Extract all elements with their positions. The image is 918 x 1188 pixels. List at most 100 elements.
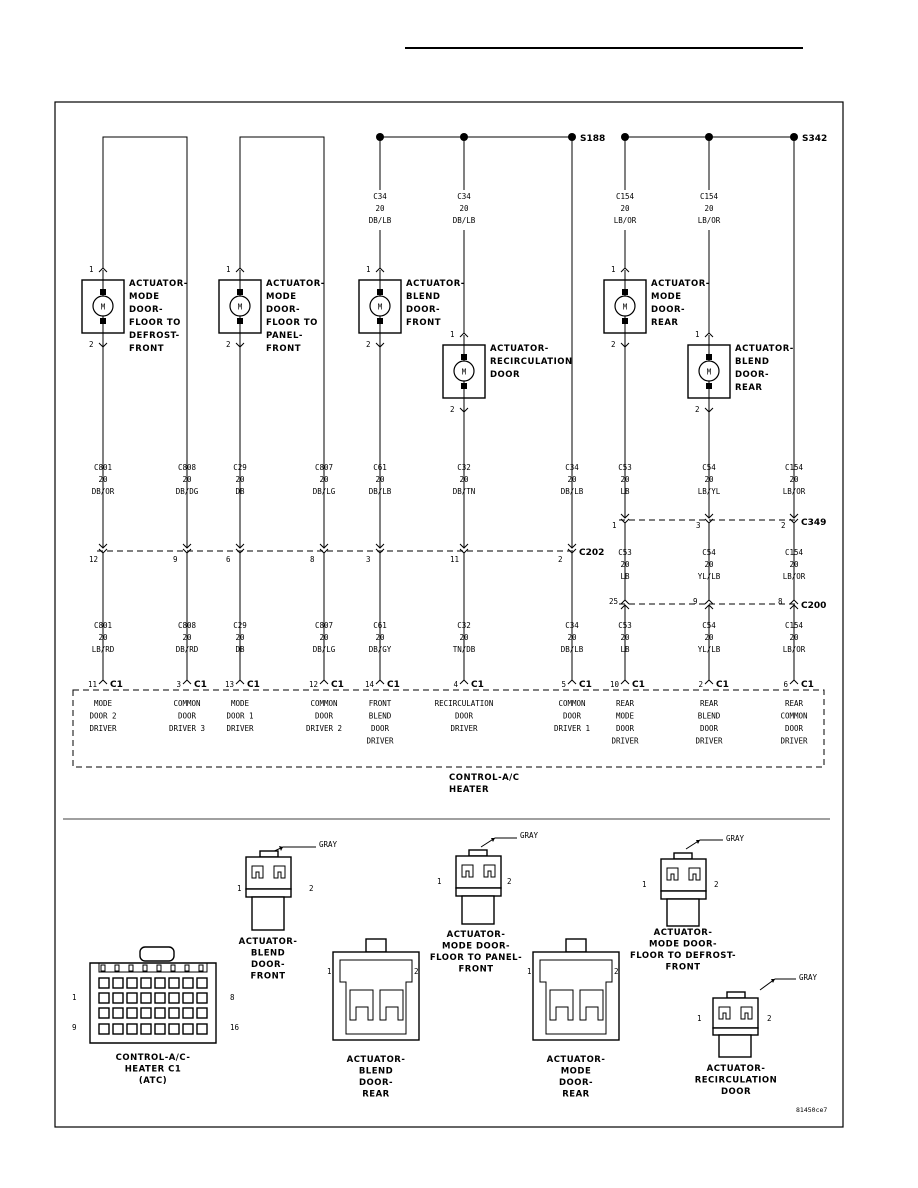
c1-cavity [98,992,110,1004]
wire-label: 20 [375,475,385,484]
actuator-label: PANEL- [266,331,303,341]
pin-number: 16 [230,1023,240,1032]
pin-mark [704,604,714,610]
housing-inner [339,959,413,1035]
actuator-label: REAR [651,318,678,328]
connector-view-label: DOOR [721,1087,751,1097]
c1-cavity [126,1023,138,1035]
wire-loop-defrost [102,136,188,548]
pin-number: 12 [309,680,318,689]
pin-mark [182,548,192,554]
actuator-label: DOOR [490,370,520,380]
c1-latch [139,946,175,962]
wire-label: 20 [567,633,577,642]
c1-cavity [196,992,208,1004]
c1-function-label: DRIVER [611,737,639,746]
pin-number: 9 [173,555,178,564]
pin-mark [704,518,714,524]
connector-name-c1: C1 [247,680,260,690]
wire-label: DB/GY [369,645,392,654]
wire-label: C54 [702,621,716,630]
actuator-label: RECIRCULATION [490,357,573,367]
wire-label: 20 [182,475,192,484]
pin-mark [235,679,245,685]
housing-collar [245,888,292,898]
actuator-label: DOOR- [266,305,300,315]
pin-mark [789,604,799,610]
actuator-label: ACTUATOR- [735,344,794,354]
c1-cavity [168,1007,180,1019]
c1-tab [100,964,106,972]
pin-mark [620,599,630,605]
c1-function-label: DRIVER [695,737,723,746]
pin-number: 1 [327,967,332,976]
wire-label: C34 [457,192,471,201]
pin-number: 2 [614,967,619,976]
pin-number: 1 [642,880,647,889]
pin-mark [620,679,630,685]
connector-name-c200: C200 [801,601,826,611]
c1-cavity [112,992,124,1004]
pin-mark [789,679,799,685]
pin-number: 14 [365,680,375,689]
actuator-label: MODE [266,292,297,302]
c1-function-label: MODE [94,699,113,708]
wire-label: 20 [704,560,714,569]
c1-function-label: DOOR [178,712,197,721]
connector-view-label: FRONT [666,963,701,973]
motor-brush [706,383,712,389]
pin-mark [319,548,329,554]
connector-view-label: DOOR- [559,1078,593,1088]
motor-brush [706,354,712,360]
pin-mark [98,267,108,273]
c1-function-label: DRIVER [226,724,254,733]
connector-view-label: HEATER C1 [125,1065,182,1075]
figure-id: 81450ce7 [796,1106,827,1114]
c1-cavity [98,977,110,989]
pin-mark [235,342,245,348]
housing [332,951,420,1041]
splice-label-s188: S188 [580,134,605,144]
c1-function-label: DRIVER [366,737,394,746]
pin-number: 1 [527,967,532,976]
c1-cavity [140,1007,152,1019]
actuator-label: BLEND [735,357,769,367]
pin-mark [459,548,469,554]
motor-symbol: M [707,368,712,377]
wire-label: LB/OR [783,487,806,496]
c1-function-label: COMMON [173,699,200,708]
wire-label: LB/OR [614,216,637,225]
pin-mark [459,332,469,338]
wire-label: LB [620,645,630,654]
pin-number: 13 [225,680,234,689]
actuator-label: DEFROST- [129,331,180,341]
motor-brush [100,289,106,295]
wire-label: C29 [233,621,247,630]
motor-icon [229,295,251,317]
connector-view-control-c1 [89,946,217,1044]
wire-label: C801 [94,621,112,630]
actuator-label: FRONT [406,318,441,328]
pin-number: 1 [612,521,617,530]
c1-function-label: REAR [700,699,719,708]
pin-number: 1 [89,265,94,274]
pin-number: 12 [89,555,98,564]
actuator-label: ACTUATOR- [266,279,325,289]
c1-cavity [98,1007,110,1019]
connector-view-label: FRONT [459,965,494,975]
pin-mark [98,543,108,549]
wire-label: LB/YL [698,487,721,496]
pin-mark [789,599,799,605]
c1-function-label: DOOR [315,712,334,721]
wire-label: 20 [182,633,192,642]
pin-number: 2 [366,340,371,349]
pin-number: 1 [437,877,442,886]
c1-function-label: REAR [785,699,804,708]
actuator-label: FRONT [129,344,164,354]
wire-label: DB/LB [561,487,584,496]
motor-brush [461,383,467,389]
pin-mark [620,604,630,610]
housing [245,856,292,890]
